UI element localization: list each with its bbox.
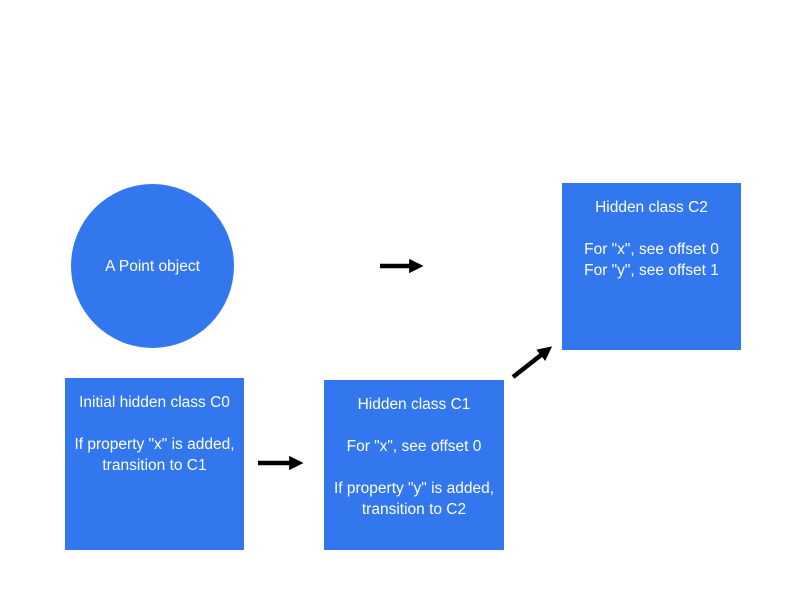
node-point-object: A Point object [71,184,234,348]
node-c2-line: Hidden class C2 [595,199,708,216]
node-c1-line [324,457,504,478]
node-hidden-class-c0: Initial hidden class C0 If property "x" … [65,378,244,550]
node-point-object-label: A Point object [105,257,200,275]
node-hidden-class-c1: Hidden class C1 For "x", see offset 0 If… [324,380,504,550]
node-c1-line: transition to C2 [361,501,467,518]
node-c1-line [324,415,504,436]
node-c0-line [65,413,244,434]
node-c2-line [562,218,741,239]
node-c0-line: If property "x" is added, [74,436,235,453]
node-c2-line: For "x", see offset 0 [584,241,719,258]
node-c0-line: Initial hidden class C0 [79,394,230,411]
node-c1-line: If property "y" is added, [333,480,495,497]
node-hidden-class-c2: Hidden class C2 For "x", see offset 0 Fo… [562,183,741,350]
node-c1-line: Hidden class C1 [357,396,471,413]
node-c2-line: For "y", see offset 1 [584,262,719,279]
node-c1-line: For "x", see offset 0 [346,438,482,455]
arrow-c1-to-c2 [511,346,553,379]
node-c0-line: transition to C1 [102,457,207,474]
